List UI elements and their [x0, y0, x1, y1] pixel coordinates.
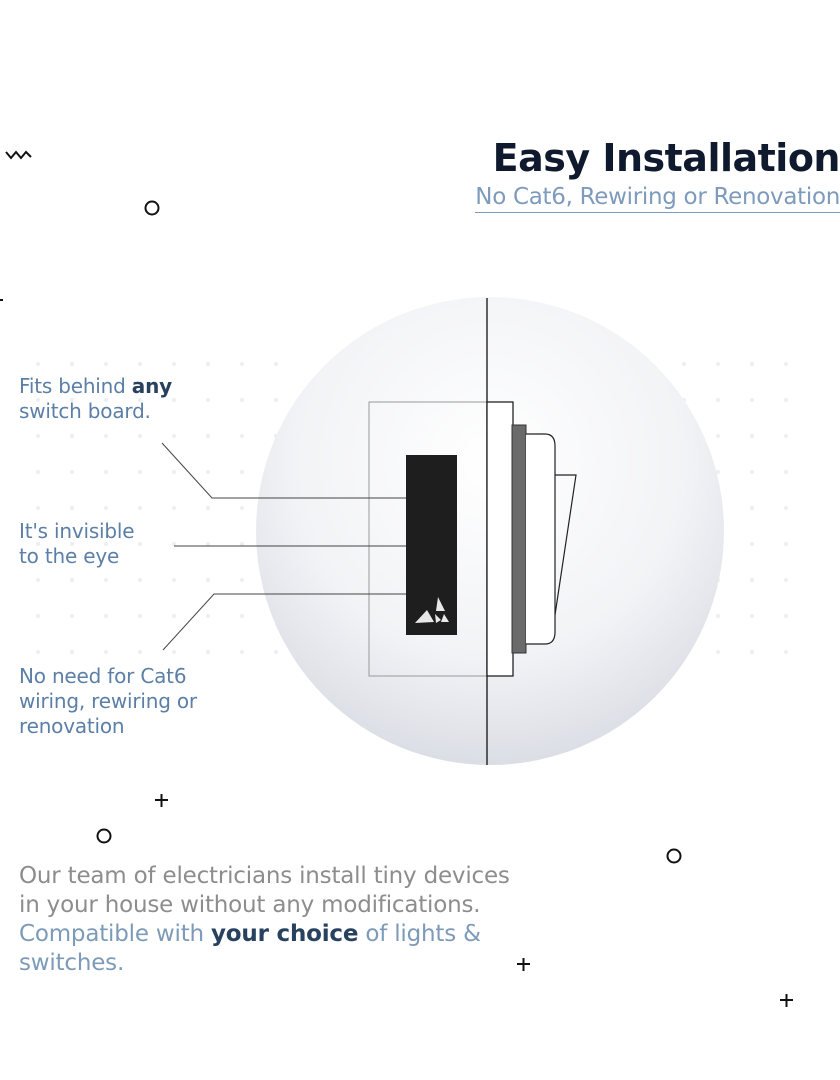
callout-line-1	[161, 442, 406, 499]
ring-icon	[666, 848, 682, 864]
callout-text: No need for Cat6	[19, 664, 187, 688]
squiggle-icon	[5, 150, 32, 160]
callout-fits-behind: Fits behind any switch board.	[19, 374, 172, 424]
callout-text: wiring, rewiring or	[19, 689, 197, 713]
callout-text: Fits behind	[19, 374, 132, 398]
switch-frame	[511, 424, 527, 654]
description-line: switches.	[19, 950, 125, 976]
dot-pattern-left	[30, 350, 300, 680]
smart-device	[406, 455, 457, 635]
switch-plate	[486, 401, 514, 677]
description-bold: your choice	[211, 921, 359, 947]
description-line: of lights &	[358, 921, 481, 947]
callout-bold: any	[131, 374, 172, 398]
callout-no-rewiring: No need for Cat6 wiring, rewiring or ren…	[19, 664, 197, 739]
description-line: Our team of electricians install tiny de…	[19, 863, 510, 889]
description-line: Compatible with	[19, 921, 211, 947]
callout-text: It's invisible	[19, 519, 135, 543]
callout-text: switch board.	[19, 399, 151, 423]
ring-icon	[96, 828, 112, 844]
logo-icon	[415, 597, 449, 623]
ring-icon	[144, 200, 160, 216]
description-line: in your house without any modifications.	[19, 892, 481, 918]
plus-icon	[780, 994, 793, 1007]
callout-text: to the eye	[19, 544, 120, 568]
callout-invisible: It's invisible to the eye	[19, 519, 135, 569]
callout-text: renovation	[19, 714, 125, 738]
switch-rocker	[526, 433, 556, 645]
callout-line-3	[162, 593, 406, 651]
page-title: Easy Installation	[492, 136, 840, 180]
description: Our team of electricians install tiny de…	[19, 862, 599, 978]
plus-icon	[155, 794, 168, 807]
plus-icon	[517, 958, 530, 971]
switch-toggle	[554, 474, 577, 616]
page-subtitle: No Cat6, Rewiring or Renovation	[475, 184, 840, 213]
